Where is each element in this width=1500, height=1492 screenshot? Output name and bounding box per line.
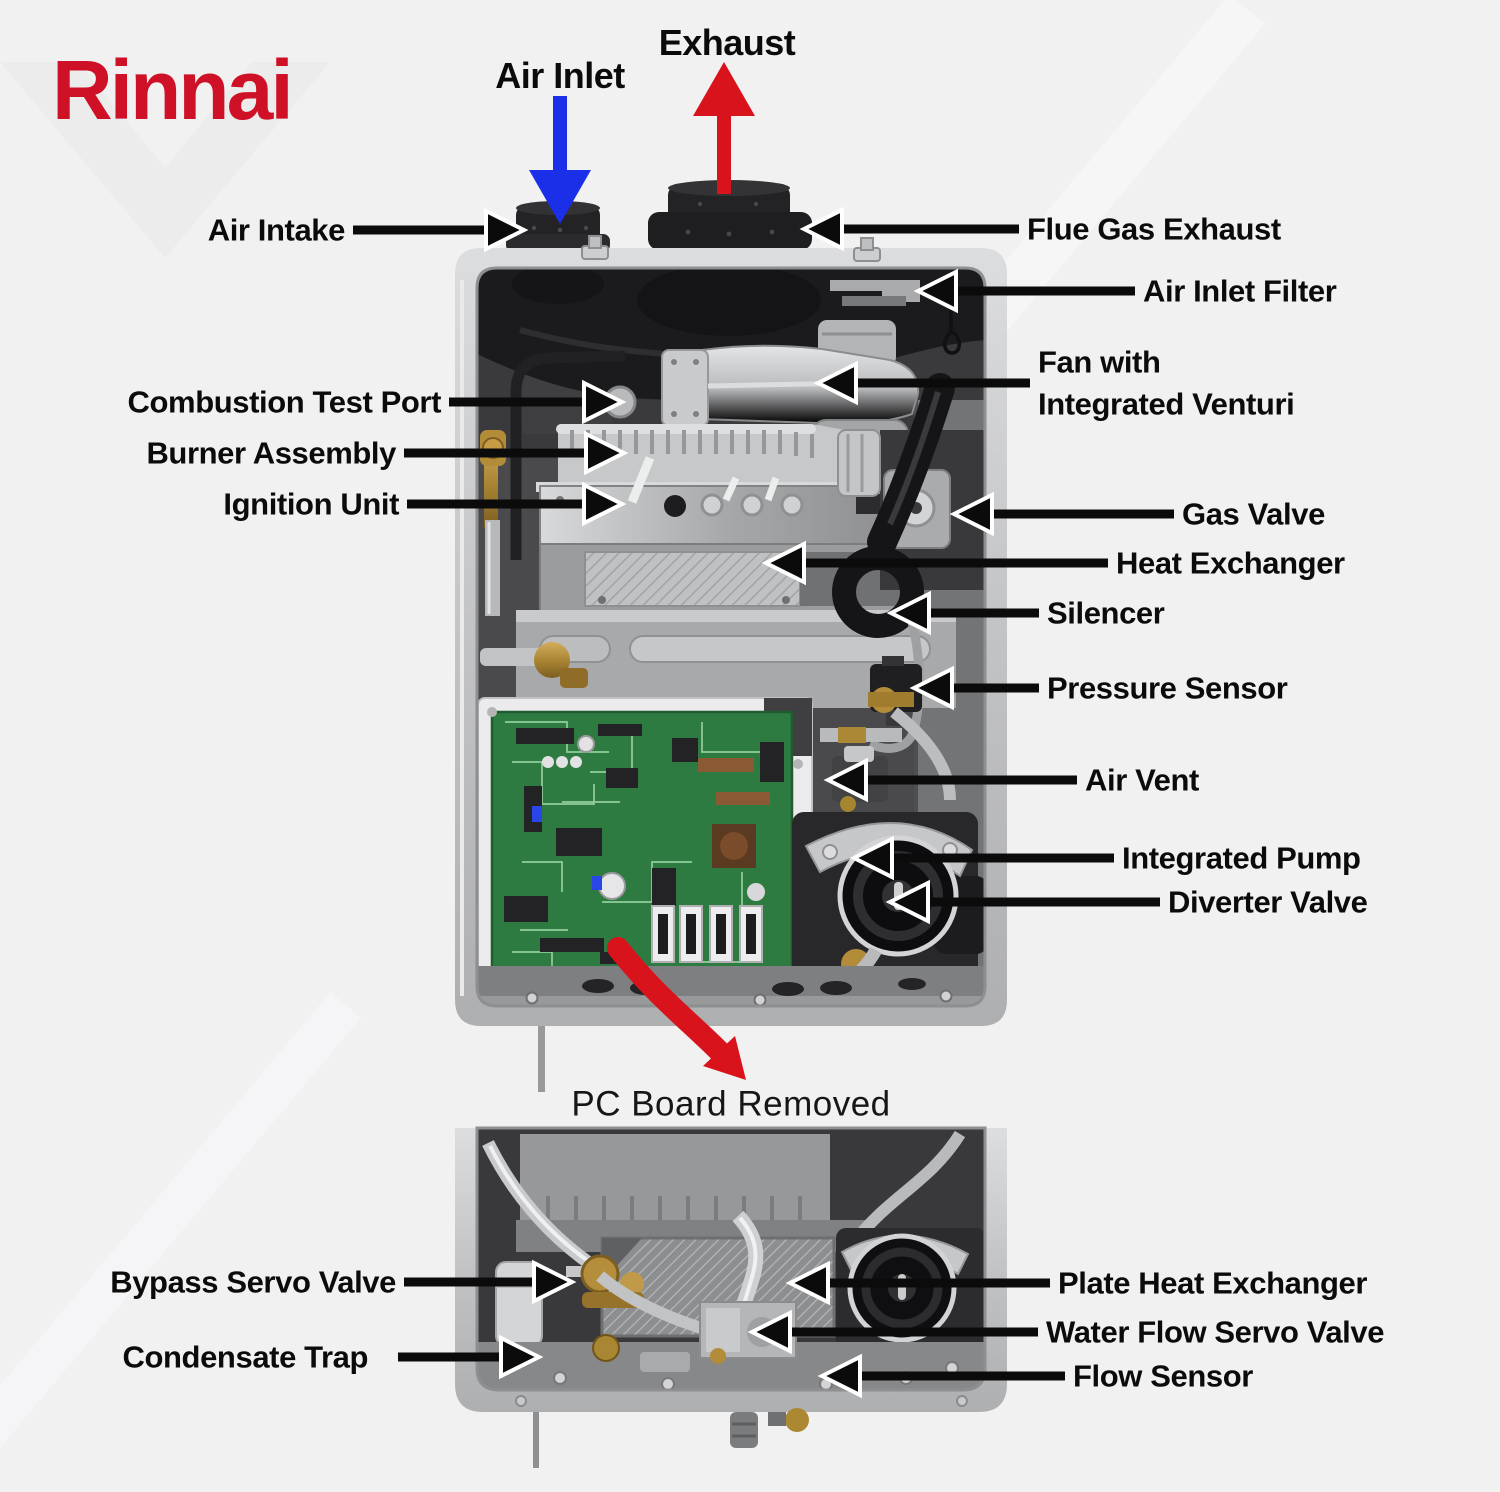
flow-sensor-arrowhead-icon	[817, 1353, 862, 1399]
ignition-unit-arrowhead-icon	[582, 481, 627, 527]
water-flow-servo-valve-arrowhead-icon	[747, 1309, 792, 1355]
bottom-unit-interior	[477, 1130, 986, 1391]
label-heat-exchanger: Heat Exchanger	[1116, 545, 1345, 581]
fan-venturi-arrowhead-icon	[813, 360, 858, 406]
label-air-vent: Air Vent	[1085, 762, 1199, 798]
pc-board-part	[477, 697, 813, 1005]
label-flow-sensor: Flow Sensor	[1073, 1358, 1253, 1394]
air-inlet-filter-arrowhead-icon	[913, 268, 958, 314]
label-water-flow-servo-valve: Water Flow Servo Valve	[1046, 1314, 1385, 1350]
diverter-valve-arrowhead-icon	[885, 879, 930, 925]
label-air-inlet: Air Inlet	[495, 55, 625, 96]
bottom-fittings	[533, 1408, 809, 1468]
silencer-arrowhead-icon	[886, 590, 931, 636]
pressure-sensor-arrowhead-icon	[909, 665, 954, 711]
rinnai-logo: Rinnai	[52, 43, 294, 137]
pc-board-removed-arrow-icon	[607, 937, 746, 1080]
integrated-pump-arrowhead-icon	[849, 835, 894, 881]
label-silencer: Silencer	[1047, 595, 1165, 631]
top-unit-bottom-pan	[477, 966, 985, 1007]
label-burner-assembly: Burner Assembly	[146, 435, 396, 471]
leader-lines	[353, 224, 1174, 1381]
label-integrated-pump: Integrated Pump	[1122, 840, 1361, 876]
label-diverter-valve: Diverter Valve	[1168, 884, 1368, 920]
label-combustion-test-port: Combustion Test Port	[127, 384, 442, 420]
flue-gas-exhaust-arrowhead-icon	[799, 206, 844, 252]
bottom-unit-illustration	[455, 1126, 1007, 1468]
exhaust-arrow-icon	[693, 62, 755, 194]
burner-assembly-arrowhead-icon	[584, 430, 629, 476]
label-fan-with-line1: Fan with	[1038, 344, 1161, 380]
label-plate-heat-exchanger: Plate Heat Exchanger	[1058, 1265, 1368, 1301]
label-gas-valve: Gas Valve	[1182, 496, 1325, 532]
plate-heat-exchanger-arrowhead-icon	[785, 1260, 830, 1306]
label-pressure-sensor: Pressure Sensor	[1047, 670, 1288, 706]
combustion-test-port-arrowhead-icon	[582, 379, 627, 425]
label-bypass-servo-valve: Bypass Servo Valve	[110, 1264, 396, 1300]
label-fan-with-line2: Integrated Venturi	[1038, 386, 1295, 422]
leader-arrowheads	[484, 206, 994, 1399]
condensate-trap-arrowhead-icon	[499, 1334, 544, 1380]
exhaust-cap	[648, 180, 812, 250]
label-condensate-trap: Condensate Trap	[122, 1339, 369, 1375]
label-flue-gas-exhaust: Flue Gas Exhaust	[1027, 211, 1281, 247]
air-intake-arrowhead-icon	[484, 207, 529, 253]
label-air-inlet-filter: Air Inlet Filter	[1143, 273, 1337, 309]
drain-rod	[538, 1026, 545, 1092]
heat-exchanger-arrowhead-icon	[761, 540, 806, 586]
bottom-pump-part	[836, 1228, 986, 1354]
air-inlet-filter-part	[830, 280, 920, 306]
gas-valve-arrowhead-icon	[949, 491, 994, 537]
case-bolts	[581, 235, 881, 262]
label-air-intake: Air Intake	[207, 212, 346, 248]
air-inlet-arrow-icon	[529, 96, 591, 224]
bypass-servo-valve-arrowhead-icon	[532, 1259, 577, 1305]
label-exhaust: Exhaust	[658, 22, 796, 63]
label-ignition-unit: Ignition Unit	[223, 486, 399, 522]
silencer-part	[820, 373, 955, 753]
air-vent-arrowhead-icon	[823, 757, 868, 803]
caption-pc-board-removed: PC Board Removed	[571, 1084, 891, 1124]
hook-wire	[942, 310, 962, 355]
top-unit-illustration	[455, 180, 1007, 1092]
